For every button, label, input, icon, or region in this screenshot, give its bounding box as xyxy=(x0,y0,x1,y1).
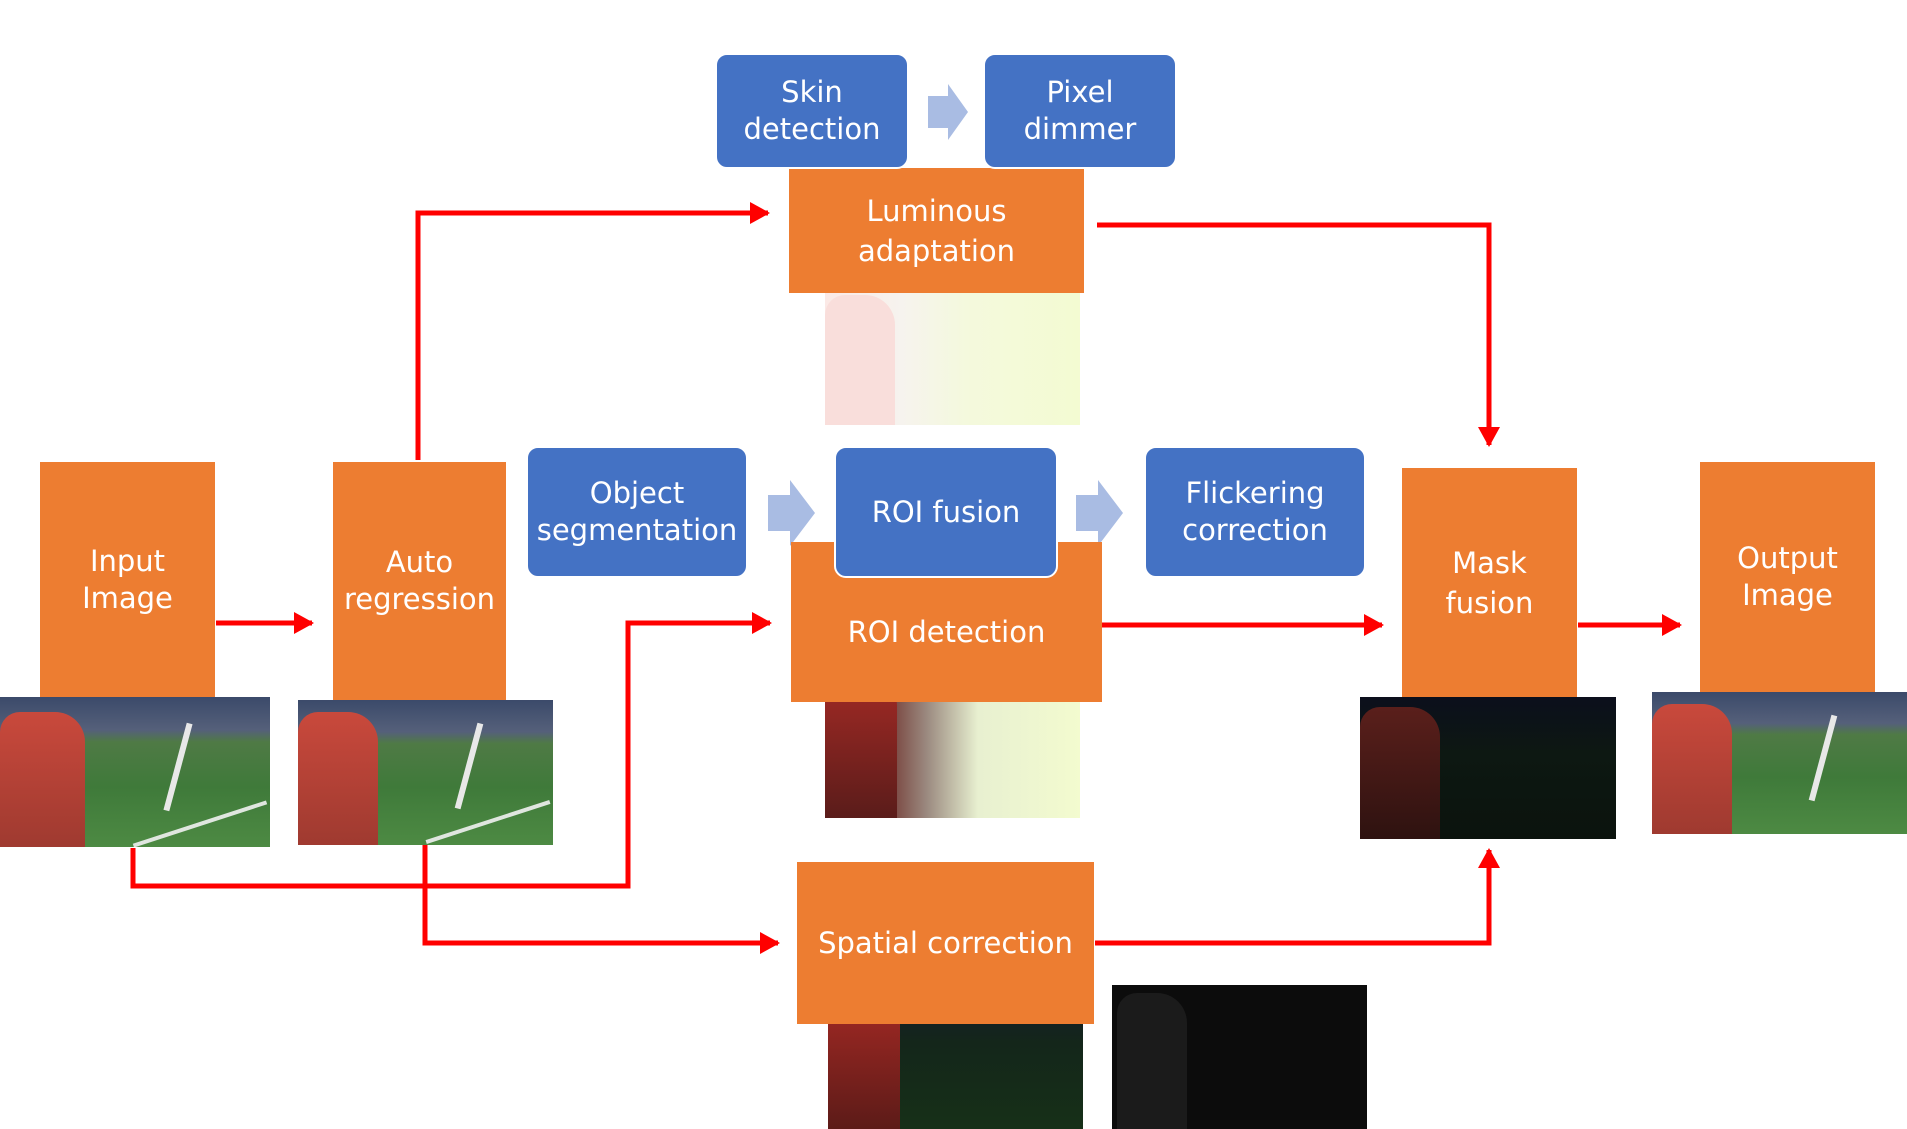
edge-autoregression-to-spatial xyxy=(422,845,780,954)
edge-luminous-to-maskfusion xyxy=(1097,222,1500,447)
output-image-node: Output Image xyxy=(1700,462,1875,692)
mask-fusion-label: Mask fusion xyxy=(1445,545,1534,620)
auto-regression-label: Auto regression xyxy=(343,545,496,616)
pixel-dimmer-label: Pixel dimmer xyxy=(1023,75,1137,146)
edge-spatial-to-maskfusion xyxy=(1095,848,1500,946)
luminous-adaptation-thumbnail xyxy=(825,285,1080,425)
input-image-node: Input Image xyxy=(40,462,215,697)
input-image-thumbnail xyxy=(0,697,270,847)
flickering-correction-label: Flickering correction xyxy=(1182,476,1328,547)
object-segmentation-node: Object segmentation xyxy=(526,446,748,578)
pixel-dimmer-node: Pixel dimmer xyxy=(983,53,1177,169)
luminous-adaptation-node: Luminous adaptation xyxy=(789,168,1084,293)
autoregression-thumbnail xyxy=(298,700,553,845)
roi-fusion-node: ROI fusion xyxy=(834,446,1058,578)
step-arrow-seg-to-roifusion xyxy=(768,480,815,546)
spatial-correction-node: Spatial correction xyxy=(797,862,1094,1024)
roi-fusion-label: ROI fusion xyxy=(871,494,1021,529)
mask-fusion-thumbnail xyxy=(1360,697,1616,839)
spatial-correction-label: Spatial correction xyxy=(818,925,1073,960)
spatial-mask-thumbnail xyxy=(1112,985,1367,1129)
skin-detection-label: Skin detection xyxy=(743,75,881,146)
luminous-adaptation-label: Luminous adaptation xyxy=(857,193,1016,268)
mask-fusion-node: Mask fusion xyxy=(1402,468,1577,697)
output-image-label: Output Image xyxy=(1737,541,1838,612)
edge-autoregression-to-luminous xyxy=(415,202,770,460)
edge-input-to-roidetection xyxy=(130,612,772,889)
input-image-label: Input Image xyxy=(82,543,173,615)
step-arrow-skin-to-dimmer xyxy=(928,84,968,140)
skin-detection-node: Skin detection xyxy=(715,53,909,169)
object-segmentation-label: Object segmentation xyxy=(536,476,738,547)
output-image-thumbnail xyxy=(1652,692,1907,834)
auto-regression-node: Auto regression xyxy=(333,462,506,700)
roi-detection-label: ROI detection xyxy=(847,614,1046,649)
step-arrow-roifusion-to-flicker xyxy=(1076,480,1123,546)
flickering-correction-node: Flickering correction xyxy=(1144,446,1366,578)
